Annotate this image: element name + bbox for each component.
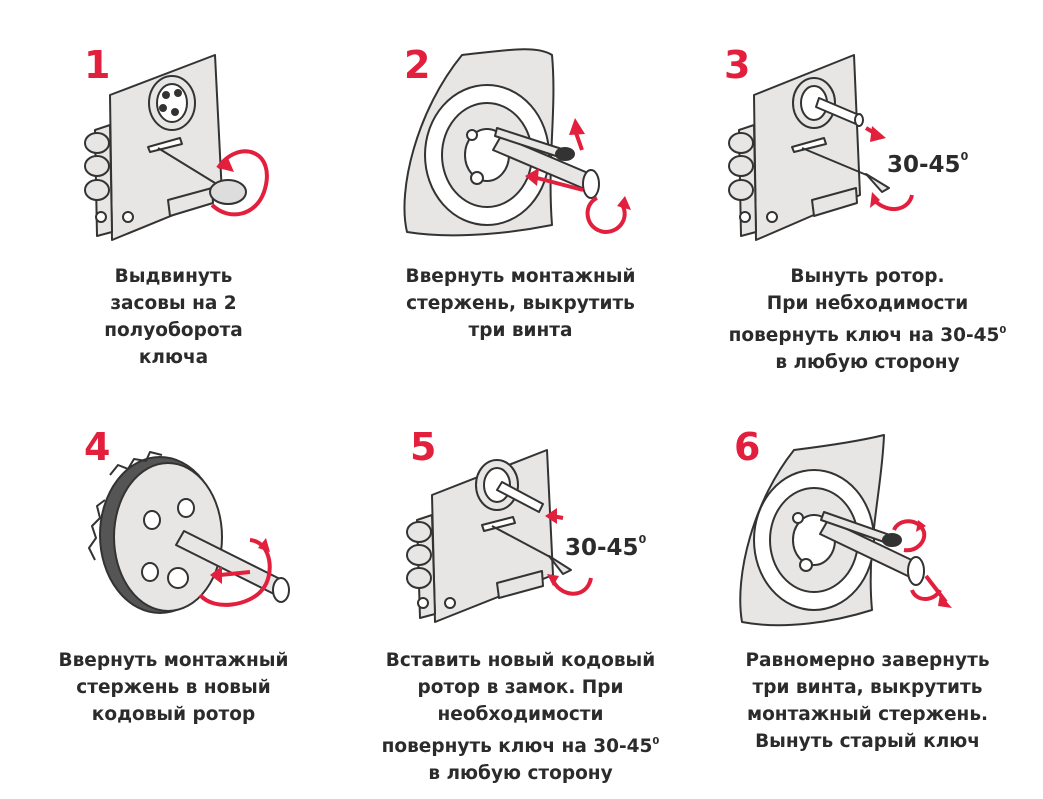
- step-6-number: 6: [734, 425, 761, 469]
- insert-new-rotor-illustration: [406, 449, 593, 623]
- caption-line: Выдвинуть: [114, 266, 233, 287]
- lock-extend-bolts-illustration: [84, 54, 269, 241]
- caption-line: При небходимости: [766, 293, 969, 314]
- step-5-number: 5: [410, 425, 437, 469]
- angle-label: 30-450: [887, 150, 969, 178]
- caption-line: стержень в новый: [76, 677, 271, 698]
- step-5-caption: Вставить новый кодовый ротор в замок. Пр…: [347, 647, 694, 787]
- caption-line: полуоборота: [104, 320, 243, 341]
- step-2-number: 2: [404, 43, 431, 87]
- step-5: 5 30-450 Вставить новый кодовый ротор в …: [347, 400, 694, 799]
- step-1-caption: Выдвинуть засовы на 2 полуоборота ключа: [0, 263, 347, 371]
- tighten-screws-illustration: [739, 434, 952, 627]
- caption-line: три винта, выкрутить: [752, 677, 983, 698]
- caption-line: необходимости: [437, 704, 604, 725]
- screw-rod-into-rotor-illustration: [88, 451, 290, 614]
- caption-line: повернуть ключ на 30-450: [381, 736, 660, 757]
- step-3-caption: Вынуть ротор. При небходимости повернуть…: [694, 263, 1041, 376]
- caption-line: повернуть ключ на 30-450: [728, 325, 1007, 346]
- caption-line: три винта: [468, 320, 573, 341]
- caption-line: Ввернуть монтажный: [405, 266, 636, 287]
- caption-line: в любую сторону: [775, 352, 960, 373]
- caption-line: монтажный стержень.: [746, 704, 989, 725]
- remove-rotor-illustration: [728, 54, 914, 241]
- caption-line: Ввернуть монтажный: [58, 650, 289, 671]
- caption-line: в любую сторону: [428, 763, 613, 784]
- step-3: 3 30-450 Вынуть ротор. При небходимост: [694, 0, 1041, 399]
- step-4-caption: Ввернуть монтажный стержень в новый кодо…: [0, 647, 347, 728]
- step-6: 6 Равномерно завернуть три винта, выкрут…: [694, 400, 1041, 799]
- caption-line: Вынуть старый ключ: [755, 731, 980, 752]
- caption-line: Равномерно завернуть: [745, 650, 990, 671]
- step-2: 2 Ввернуть монтажный стержень, выкрутить…: [347, 0, 694, 399]
- step-1-number: 1: [84, 43, 111, 87]
- step-4: 4 Ввернуть монтажный стержень в новый ко…: [0, 400, 347, 799]
- caption-line: стержень, выкрутить: [406, 293, 635, 314]
- step-3-number: 3: [724, 43, 751, 87]
- caption-line: засовы на 2: [110, 293, 237, 314]
- mounting-rod-unscrew-illustration: [403, 48, 631, 237]
- caption-line: Вставить новый кодовый: [385, 650, 656, 671]
- caption-line: кодовый ротор: [91, 704, 256, 725]
- angle-label: 30-450: [565, 533, 647, 561]
- caption-line: Вынуть ротор.: [790, 266, 945, 287]
- step-2-caption: Ввернуть монтажный стержень, выкрутить т…: [347, 263, 694, 344]
- caption-line: ротор в замок. При: [417, 677, 624, 698]
- step-6-caption: Равномерно завернуть три винта, выкрутит…: [694, 647, 1041, 755]
- caption-line: ключа: [138, 347, 209, 368]
- step-4-number: 4: [84, 425, 111, 469]
- step-1: 1 Выдвинуть засовы на 2 полуоборота ключ…: [0, 0, 347, 399]
